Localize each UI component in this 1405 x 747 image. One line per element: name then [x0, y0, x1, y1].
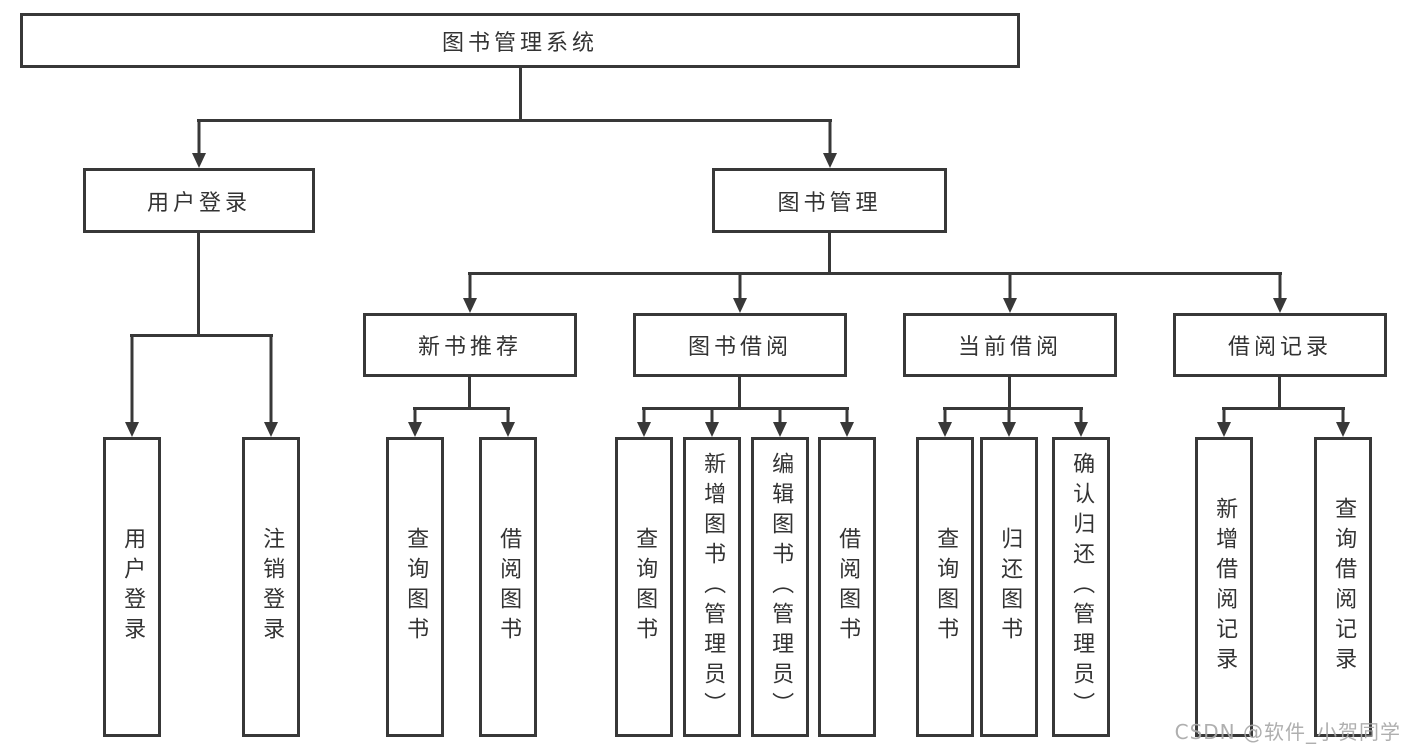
connector-line: [828, 233, 831, 272]
node-label: 图书借阅: [687, 335, 792, 360]
connector-line: [130, 334, 273, 337]
leaf-label: 用户登录: [120, 527, 146, 647]
node-label: 图书管理: [777, 190, 882, 216]
leaf-label: 查询图书: [403, 527, 429, 647]
arrow-down-icon: [1335, 407, 1351, 437]
connector-line: [738, 377, 741, 407]
arrow-down-icon: [822, 119, 838, 168]
connector-line: [197, 119, 832, 122]
arrow-down-icon: [1073, 407, 1089, 437]
leaf-label: 新增图书（管理员）: [700, 452, 726, 722]
connector-line: [1008, 377, 1011, 407]
leaf-edit-book-admin: 编辑图书（管理员）: [751, 437, 809, 737]
leaf-label: 注销登录: [259, 527, 285, 647]
node-label: 借阅记录: [1227, 335, 1332, 360]
leaf-label: 借阅图书: [835, 527, 861, 647]
leaf-label: 查询借阅记录: [1331, 497, 1357, 677]
arrow-down-icon: [636, 407, 652, 437]
node-user-login: 用户登录: [83, 168, 315, 233]
arrow-down-icon: [124, 334, 140, 437]
leaf-label: 借阅图书: [496, 527, 522, 647]
arrow-down-icon: [1002, 272, 1018, 313]
node-borrowing-records: 借阅记录: [1173, 313, 1387, 377]
node-label: 当前借阅: [957, 335, 1062, 360]
leaf-label: 编辑图书（管理员）: [768, 452, 794, 722]
leaf-borrow-books: 借阅图书: [818, 437, 876, 737]
leaf-label: 归还图书: [997, 527, 1023, 647]
leaf-user-login: 用户登录: [103, 437, 161, 737]
connector-line: [519, 67, 522, 119]
node-new-book-recommend: 新书推荐: [363, 313, 577, 377]
node-library-management-system: 图书管理系统: [20, 13, 1020, 68]
leaf-label: 查询图书: [632, 527, 658, 647]
arrow-down-icon: [732, 272, 748, 313]
connector-line: [413, 407, 510, 410]
leaf-label: 新增借阅记录: [1212, 497, 1238, 677]
connector-line: [468, 272, 1282, 275]
arrow-down-icon: [1272, 272, 1288, 313]
arrow-down-icon: [191, 119, 207, 168]
leaf-label: 查询图书: [933, 527, 959, 647]
arrow-down-icon: [462, 272, 478, 313]
arrow-down-icon: [1001, 407, 1017, 437]
arrow-down-icon: [839, 407, 855, 437]
leaf-return-book: 归还图书: [980, 437, 1038, 737]
node-label: 用户登录: [146, 190, 251, 216]
arrow-down-icon: [937, 407, 953, 437]
arrow-down-icon: [500, 407, 516, 437]
node-label: 图书管理系统: [441, 30, 598, 56]
arrow-down-icon: [407, 407, 423, 437]
leaf-borrow-books-recommend: 借阅图书: [479, 437, 537, 737]
node-book-borrowing: 图书借阅: [633, 313, 847, 377]
leaf-add-book-admin: 新增图书（管理员）: [683, 437, 741, 737]
arrow-down-icon: [704, 407, 720, 437]
arrow-down-icon: [772, 407, 788, 437]
leaf-query-books-recommend: 查询图书: [386, 437, 444, 737]
leaf-label: 确认归还（管理员）: [1069, 452, 1095, 722]
node-current-borrowing: 当前借阅: [903, 313, 1117, 377]
csdn-watermark: CSDN @软件_小贺同学: [1174, 720, 1401, 744]
connector-line: [1222, 407, 1345, 410]
node-book-management: 图书管理: [712, 168, 947, 233]
leaf-query-books-borrow: 查询图书: [615, 437, 673, 737]
connector-line: [468, 377, 471, 407]
leaf-logout: 注销登录: [242, 437, 300, 737]
leaf-query-books-current: 查询图书: [916, 437, 974, 737]
leaf-confirm-return-admin: 确认归还（管理员）: [1052, 437, 1110, 737]
connector-line: [642, 407, 849, 410]
node-label: 新书推荐: [417, 335, 522, 360]
arrow-down-icon: [263, 334, 279, 437]
leaf-add-borrow-record: 新增借阅记录: [1195, 437, 1253, 737]
connector-line: [1278, 377, 1281, 407]
arrow-down-icon: [1216, 407, 1232, 437]
leaf-query-borrow-record: 查询借阅记录: [1314, 437, 1372, 737]
connector-line: [197, 233, 200, 334]
